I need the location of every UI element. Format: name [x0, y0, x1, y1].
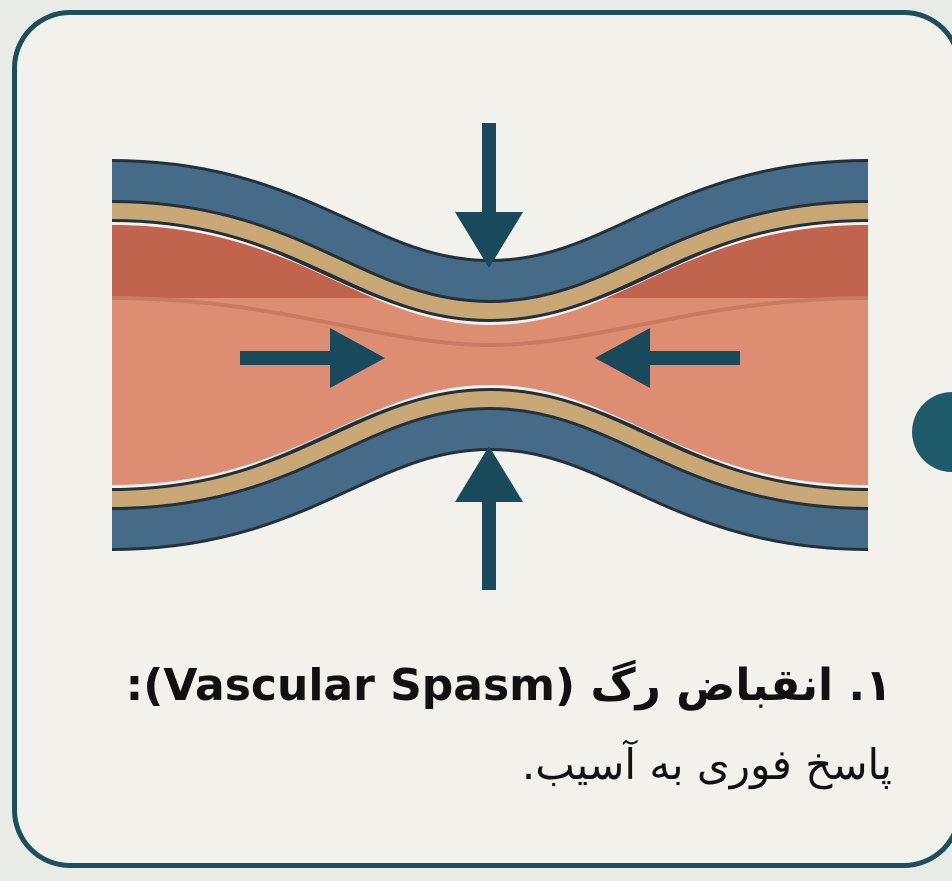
step-description: پاسخ فوری به آسیب. — [522, 740, 892, 789]
arrow-down-icon — [455, 123, 523, 268]
step-heading: ۱. انقباض رگ (Vascular Spasm): — [126, 660, 892, 711]
arrow-up-icon — [455, 446, 523, 590]
